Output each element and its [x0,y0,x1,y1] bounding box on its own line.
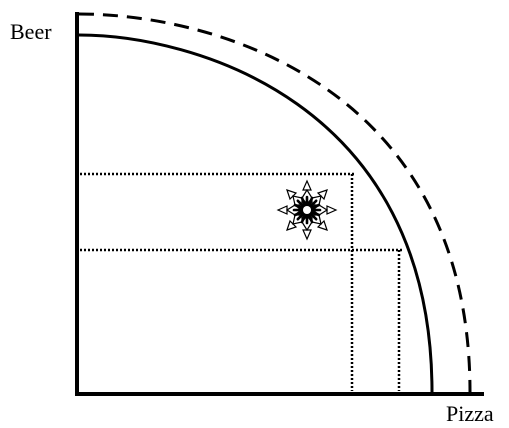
ppf-curve-dashed [78,12,472,393]
ppf-curve-solid [78,33,434,393]
y-axis-label: Beer [10,19,52,44]
star-burst-icon [276,179,338,241]
x-axis-label: Pizza [446,401,494,426]
